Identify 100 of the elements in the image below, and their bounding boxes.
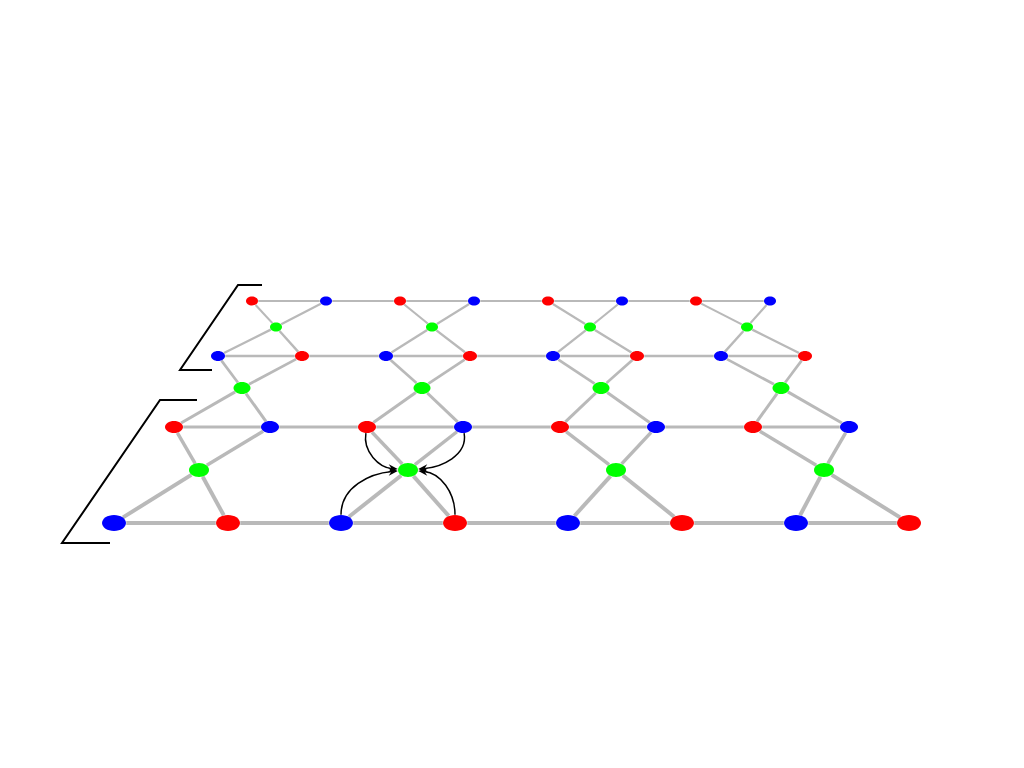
dot — [189, 463, 209, 477]
dot — [261, 421, 279, 433]
connecting-line — [830, 473, 902, 520]
connecting-line — [826, 431, 848, 465]
connecting-line — [560, 354, 630, 358]
connecting-line — [279, 425, 358, 429]
dot — [744, 421, 762, 433]
dot — [443, 515, 467, 531]
connecting-line — [370, 431, 404, 466]
connecting-line — [787, 390, 843, 425]
connecting-line — [726, 357, 775, 386]
connecting-line — [180, 390, 236, 425]
dot — [102, 515, 126, 531]
connecting-line — [784, 359, 803, 384]
connecting-line — [569, 425, 647, 429]
dot — [647, 421, 665, 433]
connecting-line — [724, 330, 745, 353]
connecting-line — [594, 329, 633, 354]
dot — [551, 421, 569, 433]
dot — [592, 382, 610, 394]
connecting-line — [254, 304, 274, 324]
connecting-line — [808, 521, 897, 525]
connecting-line — [620, 431, 653, 466]
connecting-line — [751, 328, 800, 355]
connecting-line — [435, 329, 466, 354]
connecting-line — [331, 300, 395, 302]
dot — [233, 382, 251, 394]
connecting-line — [644, 354, 714, 358]
dot — [398, 463, 418, 477]
connecting-line — [390, 329, 428, 354]
dot — [216, 515, 240, 531]
connecting-line — [621, 473, 676, 519]
connecting-line — [557, 329, 587, 354]
connecting-line — [605, 359, 634, 385]
connecting-line — [372, 391, 417, 424]
connecting-line — [701, 300, 765, 302]
connecting-line — [126, 521, 216, 525]
connecting-line — [728, 354, 798, 358]
connecting-line — [403, 303, 429, 325]
connecting-line — [405, 300, 469, 302]
connecting-line — [564, 391, 597, 423]
connecting-line — [205, 429, 264, 467]
connecting-line — [427, 358, 466, 385]
dot — [814, 463, 834, 477]
connecting-line — [472, 425, 551, 429]
connecting-line — [257, 300, 321, 302]
connecting-line — [240, 521, 329, 525]
connecting-line — [121, 473, 193, 520]
dot — [454, 421, 472, 433]
connecting-line — [244, 392, 268, 423]
connecting-line — [762, 425, 840, 429]
connecting-line — [225, 354, 295, 358]
connecting-line — [183, 425, 261, 429]
connecting-line — [572, 474, 612, 518]
connecting-line — [201, 475, 226, 517]
connecting-line — [413, 430, 458, 466]
dot — [772, 382, 790, 394]
connecting-line — [552, 303, 586, 325]
connecting-line — [755, 392, 779, 423]
connecting-line — [593, 303, 619, 325]
connecting-line — [436, 303, 470, 325]
connecting-line — [220, 359, 239, 384]
connecting-line — [580, 521, 670, 525]
connecting-line — [749, 304, 768, 324]
connecting-line — [759, 429, 818, 467]
connecting-line — [376, 425, 454, 429]
connecting-line — [353, 521, 443, 525]
dot — [556, 515, 580, 531]
connecting-line — [412, 474, 451, 518]
connecting-line — [798, 475, 823, 517]
connecting-line — [309, 354, 379, 358]
connecting-line — [665, 425, 744, 429]
connecting-line — [467, 521, 556, 525]
dot — [670, 515, 694, 531]
connecting-line — [694, 521, 784, 525]
connecting-line — [389, 359, 418, 385]
connecting-line — [479, 300, 543, 302]
dot — [840, 421, 858, 433]
connecting-line — [557, 358, 596, 385]
connecting-line — [606, 391, 651, 424]
connecting-line — [553, 300, 617, 302]
dot — [606, 463, 626, 477]
connecting-line — [278, 330, 299, 353]
connecting-line — [175, 431, 197, 465]
dot — [413, 382, 431, 394]
connecting-line — [347, 473, 403, 519]
connecting-line — [700, 302, 743, 326]
connecting-line — [565, 430, 611, 467]
connecting-line — [280, 302, 322, 326]
connecting-line — [223, 328, 272, 355]
connecting-line — [248, 357, 297, 386]
connecting-line — [393, 354, 463, 358]
connecting-line — [627, 300, 691, 302]
dot — [165, 421, 183, 433]
dot — [897, 515, 921, 531]
dot — [358, 421, 376, 433]
connecting-line — [477, 354, 546, 358]
dot — [329, 515, 353, 531]
connecting-line — [426, 391, 459, 423]
dot — [784, 515, 808, 531]
